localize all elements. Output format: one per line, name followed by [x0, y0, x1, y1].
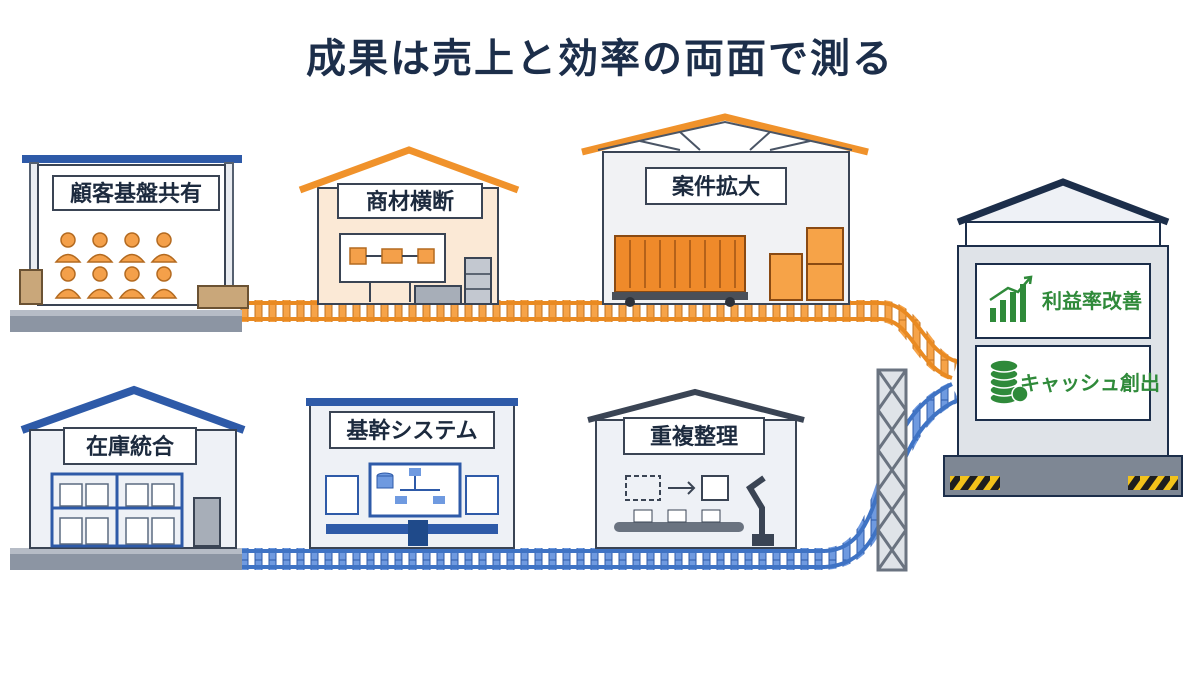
station-label: 在庫統合: [86, 434, 175, 460]
trestle: [876, 368, 908, 572]
station-label: 顧客基盤共有: [70, 181, 202, 207]
station-inventory: 在庫統合: [10, 385, 246, 570]
station-label: 基幹システム: [346, 418, 477, 444]
growth-chart-icon: [989, 275, 1033, 322]
warehouse-shelves-icon: [50, 472, 184, 548]
result-label: 利益率改善: [1042, 289, 1142, 313]
station-deal-expansion: 案件拡大: [581, 113, 869, 307]
page-title: 成果は売上と効率の両面で測る: [306, 36, 894, 82]
station-label: 商材横断: [366, 189, 454, 215]
audience-icon: [54, 232, 178, 299]
robot-arm-conveyor-icon: [614, 475, 774, 546]
station-dedup: 重複整理: [587, 388, 805, 549]
sales-track: [240, 300, 960, 381]
station-label: 重複整理: [650, 424, 738, 450]
station-core-system: 基幹システム: [306, 398, 518, 549]
cargo-container-icon: [612, 235, 748, 307]
destination-station: 利益率改善 キャッシュ創出: [943, 178, 1183, 497]
database-network-icon: [368, 462, 462, 518]
product-chain-icon: [339, 233, 446, 302]
station-customer-base: 顧客基盤共有: [10, 155, 249, 332]
station-label: 案件拡大: [671, 174, 760, 200]
coin-stack-icon: [989, 359, 1029, 405]
station-cross-product: 商材横断: [298, 146, 520, 305]
result-label: キャッシュ創出: [1020, 371, 1160, 395]
